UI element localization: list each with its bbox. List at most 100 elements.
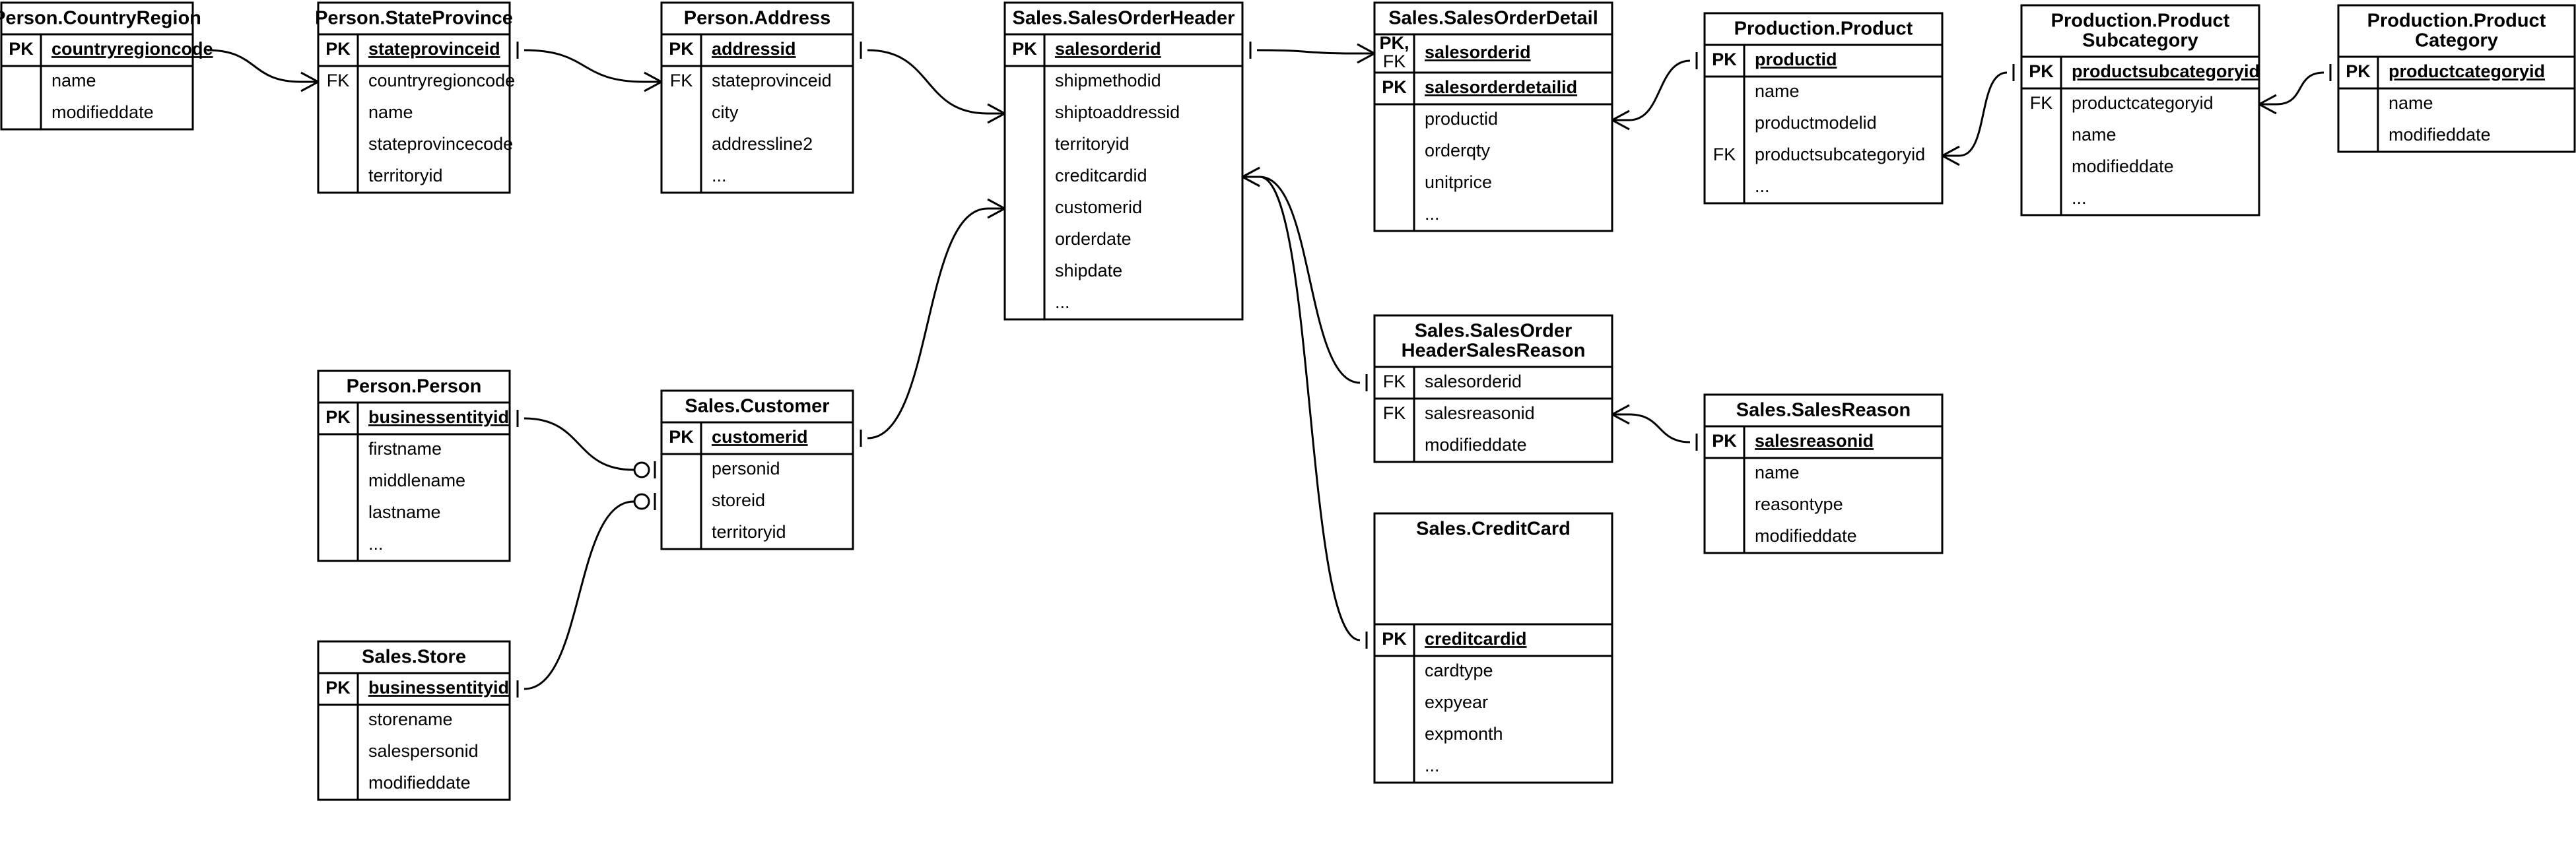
attribute: territoryid — [712, 522, 786, 542]
rel-customer-salesorderheader-to-crowsfoot — [987, 198, 1007, 219]
key-tag: PK — [9, 39, 34, 59]
relationship-line — [524, 49, 645, 83]
attribute: addressline2 — [712, 134, 813, 154]
relationship-rel-salesreasonlink-salesreason[interactable] — [1610, 404, 1698, 451]
key-tag: PK — [1712, 49, 1737, 69]
attribute: modifieddate — [368, 773, 471, 793]
attribute: expyear — [1425, 692, 1488, 712]
relationship-rel-salesorderdetail-product[interactable] — [1610, 52, 1698, 131]
key-tag: FK — [1383, 372, 1406, 391]
key-tag: PK — [2029, 61, 2054, 81]
rel-stateprovince-address-to-crowsfoot — [644, 71, 664, 92]
key-tag: FK — [2030, 93, 2053, 113]
attribute: name — [368, 102, 413, 122]
relationship-rel-address-salesorderheader[interactable] — [860, 42, 1007, 124]
relationship-line — [867, 207, 988, 439]
relationship-line — [1256, 49, 1358, 55]
relationship-rel-person-customer[interactable] — [516, 410, 656, 478]
attribute: orderdate — [1055, 229, 1132, 249]
attribute: stateprovinceid — [712, 71, 832, 90]
entity-title: Category — [2415, 30, 2498, 51]
attribute: storeid — [712, 490, 765, 510]
attribute: ... — [712, 166, 727, 185]
attribute: productcategoryid — [2072, 93, 2214, 113]
attribute: middlename — [368, 471, 465, 490]
attribute-pk: salesreasonid — [1755, 431, 1874, 451]
attribute: shipdate — [1055, 261, 1122, 280]
attribute: modifieddate — [2072, 156, 2174, 176]
relationship-line — [1259, 176, 1361, 384]
entity-outline — [660, 1, 854, 194]
attribute: ... — [1755, 176, 1770, 196]
entity-title: Person.Person — [347, 376, 482, 397]
key-tag: FK — [670, 71, 693, 90]
relationship-rel-customer-salesorderheader[interactable] — [860, 198, 1007, 447]
attribute: modifieddate — [1425, 435, 1527, 455]
key-tag: PK, — [1379, 33, 1409, 53]
relationship-rel-salesorderheader-salesorderdetail[interactable] — [1249, 42, 1377, 64]
attribute: unitprice — [1425, 172, 1492, 192]
entity-title: Sales.SalesOrderDetail — [1388, 8, 1598, 29]
relationship-rel-product-productsubcategory[interactable] — [1940, 64, 2015, 166]
relationship-line — [207, 49, 302, 83]
rel-countryregion-stateprovince-to-crowsfoot — [300, 71, 321, 92]
entity-title: Person.CountryRegion — [0, 8, 201, 29]
relationship-rel-store-customer[interactable] — [516, 493, 656, 698]
key-tag: FK — [1713, 145, 1736, 164]
rel-salesreasonlink-salesreason-from-crowsfoot — [1610, 404, 1630, 425]
attribute: modifieddate — [51, 102, 154, 122]
attribute: ... — [1055, 292, 1070, 312]
attribute: ... — [1425, 204, 1440, 224]
relationship-line — [1959, 71, 2008, 157]
rel-salesorderheader-creditcard-from-crowsfoot — [1240, 166, 1260, 187]
rel-salesorderdetail-product-from-crowsfoot — [1610, 110, 1630, 131]
entity-title: Sales.SalesOrder — [1415, 321, 1573, 342]
entity-title: Person.Address — [684, 8, 830, 29]
entity-outline — [317, 370, 511, 562]
attribute: expmonth — [1425, 724, 1503, 744]
relationship-rel-stateprovince-address[interactable] — [516, 42, 664, 92]
entity-title: Production.Product — [2367, 11, 2546, 32]
relationship-rel-productsubcategory-productcategory[interactable] — [2256, 64, 2332, 115]
rel-product-productsubcategory-from-crowsfoot — [1940, 145, 1960, 166]
attribute: cardtype — [1425, 661, 1493, 680]
attribute: name — [2072, 125, 2117, 145]
key-tag: PK — [1382, 77, 1407, 97]
key-tag: FK — [1383, 403, 1406, 423]
attribute: productmodelid — [1755, 113, 1877, 133]
relationship-line — [1629, 413, 1691, 443]
attribute: countryregioncode — [368, 71, 515, 90]
attribute-pk: salesorderid — [1055, 39, 1161, 59]
relationships-layer — [199, 42, 2332, 698]
relationship-rel-countryregion-stateprovince[interactable] — [199, 42, 321, 92]
entity-outline — [1703, 12, 1944, 205]
attribute: salesreasonid — [1425, 403, 1535, 423]
relationship-rel-salesorderheader-creditcard[interactable] — [1240, 166, 1368, 649]
entity-outline — [317, 1, 511, 194]
attribute: productsubcategoryid — [1755, 145, 1925, 164]
rel-salesorderheader-salesorderdetail-to-crowsfoot — [1357, 43, 1377, 64]
key-tag: FK — [1383, 51, 1406, 71]
attribute: salespersonid — [368, 741, 479, 761]
attribute: creditcardid — [1055, 166, 1147, 185]
attribute-pk: customerid — [712, 427, 808, 447]
relationship-line — [524, 417, 634, 471]
attribute-pk: salesorderid — [1425, 42, 1531, 62]
attribute-pk: creditcardid — [1425, 629, 1527, 649]
attribute: name — [1755, 81, 1800, 101]
